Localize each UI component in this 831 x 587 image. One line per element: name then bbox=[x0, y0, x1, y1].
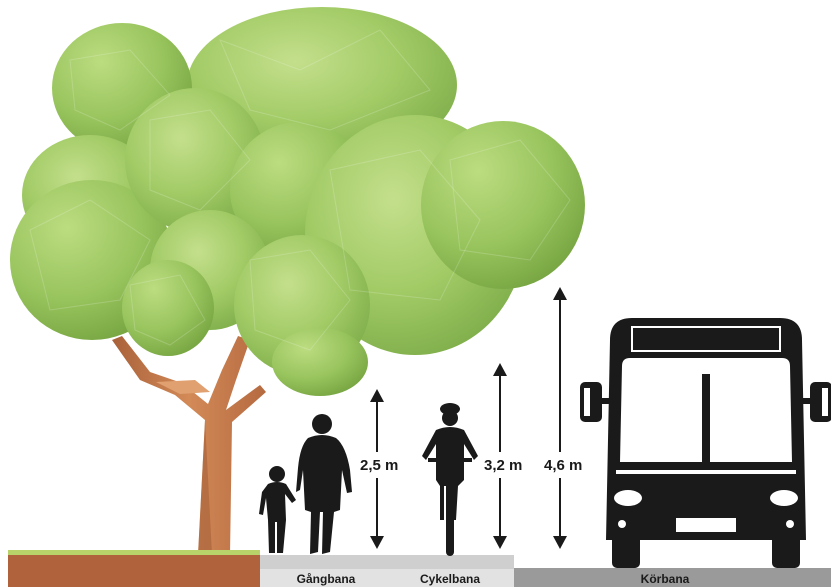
tree-trunk bbox=[112, 336, 266, 555]
cyclist-icon bbox=[422, 403, 478, 556]
double-arrow-icon bbox=[493, 363, 507, 549]
clearance-label-cyclist: 3,2 m bbox=[484, 457, 522, 474]
pedestrian-adult-icon bbox=[296, 414, 352, 554]
label-cykelbana: Cykelbana bbox=[420, 572, 480, 586]
clearance-bus: 4,6 m bbox=[544, 287, 582, 549]
tree-foliage bbox=[10, 7, 585, 396]
clearance-label-pedestrian: 2,5 m bbox=[360, 457, 398, 474]
label-gangbana: Gångbana bbox=[297, 572, 356, 586]
grass-strip bbox=[8, 550, 260, 555]
pedestrian-child-icon bbox=[259, 466, 296, 553]
double-arrow-icon bbox=[553, 287, 567, 549]
label-korbana: Körbana bbox=[641, 572, 690, 586]
bus-icon bbox=[580, 318, 831, 568]
soil-strip bbox=[8, 553, 260, 587]
clearance-label-bus: 4,6 m bbox=[544, 457, 582, 474]
sidewalk-surface bbox=[260, 555, 514, 569]
clearance-cyclist: 3,2 m bbox=[484, 363, 522, 549]
clearance-pedestrian: 2,5 m bbox=[360, 389, 398, 549]
